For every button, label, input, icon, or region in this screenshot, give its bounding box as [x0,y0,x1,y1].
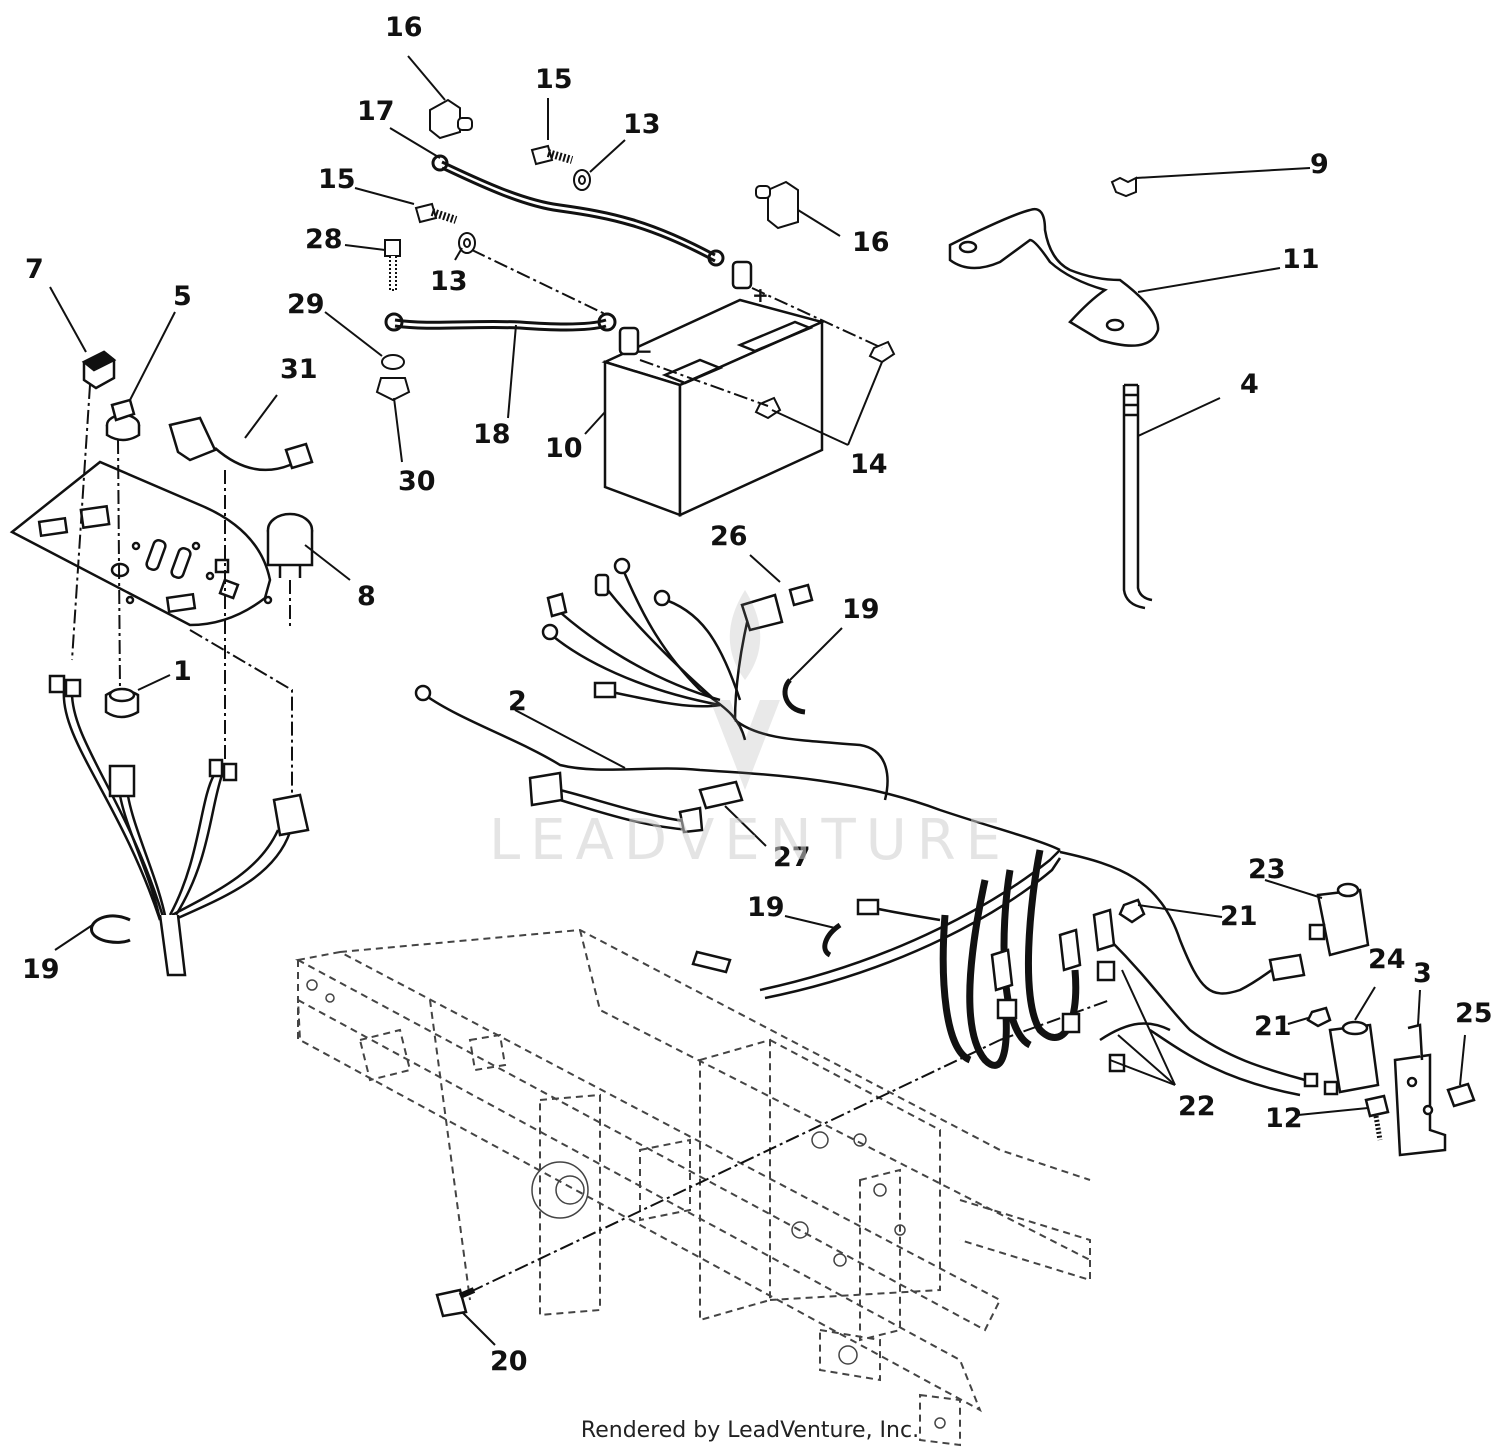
leader-lines [49,55,1466,1346]
callout-1: 1 [173,656,192,687]
callout-23: 23 [1248,854,1286,885]
harness-components [414,557,1476,1318]
dash-wire-harness [62,689,292,977]
callout-24: 24 [1368,944,1406,975]
cable-tie-left [90,914,131,944]
callout-5: 5 [173,281,192,312]
connector-harness-31 [168,416,314,472]
callout-20: 20 [490,1346,528,1377]
callout-29: 29 [287,289,325,320]
callout-13b: 13 [430,266,468,297]
callout-15a: 15 [535,64,573,95]
frame-holes [306,979,946,1429]
callout-19a: 19 [842,594,880,625]
callout-9: 9 [1310,149,1329,180]
callout-14: 14 [850,449,888,480]
battery-cables [384,154,725,332]
callout-30: 30 [398,466,436,497]
rocker-switch [81,350,117,390]
round-switch [266,512,314,578]
dash-harness-connectors [48,674,310,837]
callout-16b: 16 [852,227,890,258]
callout-13a: 13 [623,109,661,140]
callout-17: 17 [357,96,395,127]
callout-12: 12 [1265,1103,1303,1134]
battery-hardware [375,98,896,420]
chassis-frame [295,928,1091,1447]
battery [601,260,826,517]
control-panel [9,460,273,627]
callout-16a: 16 [385,12,423,43]
watermark-text: LEADVENTURE [488,808,1012,873]
ignition-switch [105,398,141,442]
switch-1 [104,687,140,719]
callout-19b: 19 [747,892,785,923]
callout-18: 18 [473,419,511,450]
callout-3: 3 [1413,958,1432,989]
watermark-logo [710,590,780,790]
callout-19c: 19 [22,954,60,985]
callout-labels: 1 2 3 4 5 7 8 9 10 11 12 13 13 14 15 15 … [22,12,1493,1377]
callout-2: 2 [508,686,527,717]
hold-down-bracket [948,207,1160,347]
callout-7: 7 [25,254,44,285]
callout-15b: 15 [318,164,356,195]
callout-28: 28 [305,224,343,255]
main-wire-harness [424,566,1306,1097]
footer-credit: Rendered by LeadVenture, Inc. [580,1418,920,1443]
callout-4: 4 [1240,369,1259,400]
callout-11: 11 [1282,244,1320,275]
callout-26: 26 [710,521,748,552]
battery-negative-mark: − [636,339,653,363]
callout-21b: 21 [1254,1011,1292,1042]
callout-22: 22 [1178,1091,1216,1122]
battery-positive-mark: + [752,283,769,307]
callout-27: 27 [773,842,811,873]
callout-25: 25 [1455,998,1493,1029]
j-bolt [1122,383,1153,610]
callout-8: 8 [357,581,376,612]
callout-21a: 21 [1220,901,1258,932]
wing-nut [1110,176,1137,198]
callout-31: 31 [280,354,318,385]
callout-10: 10 [545,433,583,464]
